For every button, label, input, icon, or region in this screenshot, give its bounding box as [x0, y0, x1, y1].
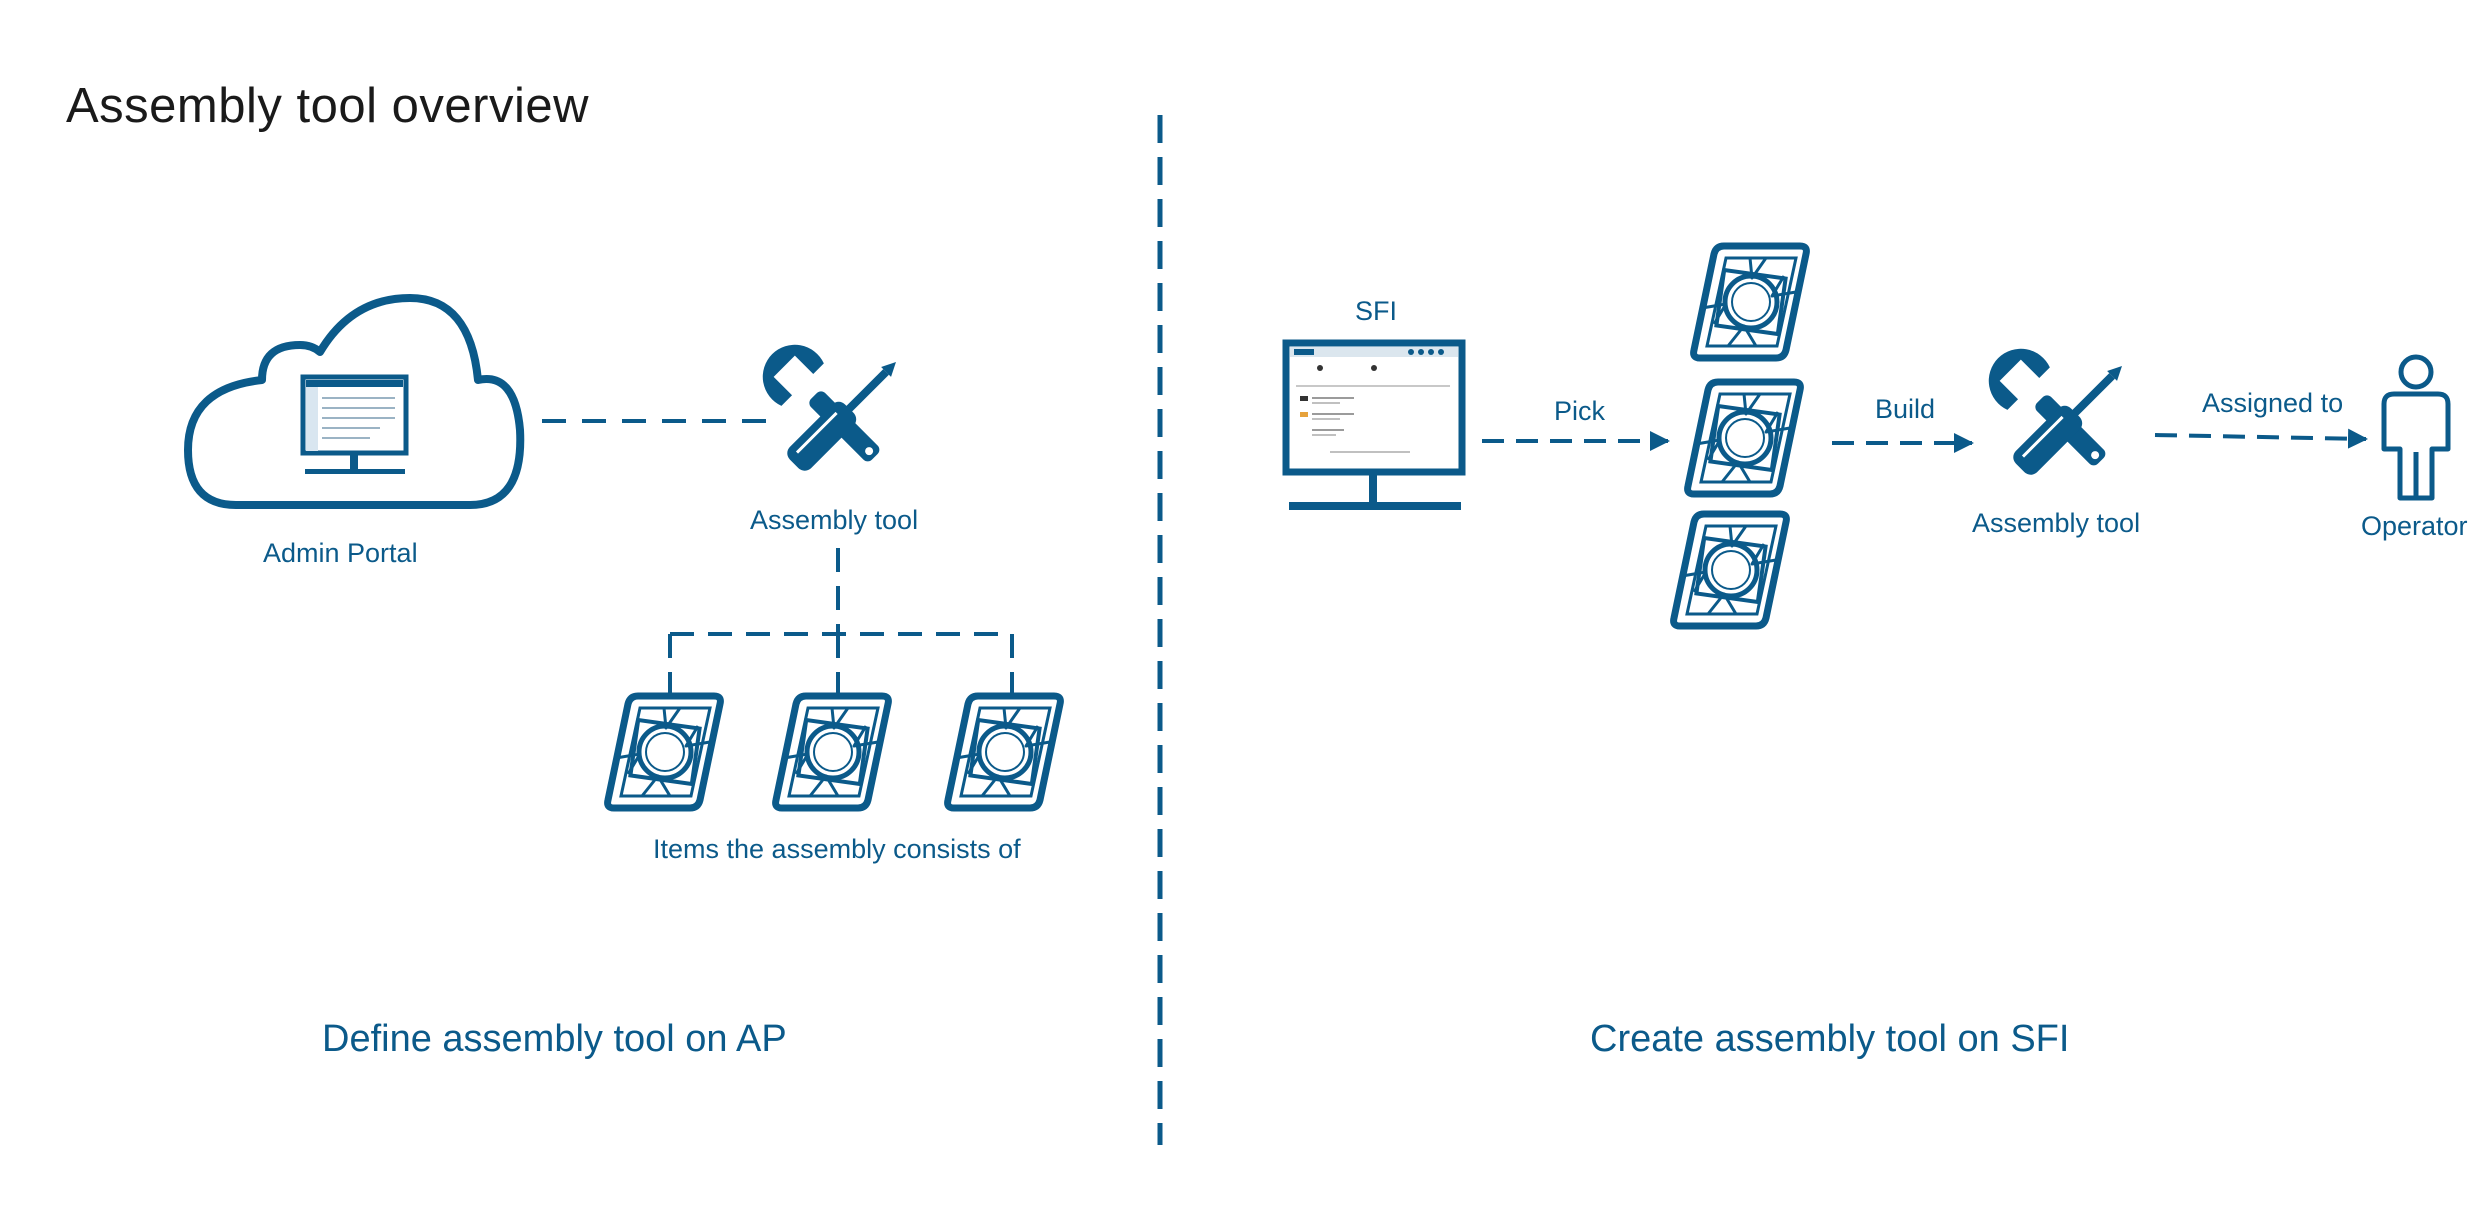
item-insert-icon — [948, 696, 1061, 808]
define-section-label: Define assembly tool on AP — [322, 1018, 787, 1060]
assembly-tool-icon — [1974, 334, 2135, 485]
right-assembly-tool-label: Assembly tool — [1972, 508, 2141, 538]
operator-label: Operator — [2361, 511, 2468, 541]
create-section-label: Create assembly tool on SFI — [1590, 1018, 2070, 1060]
cloud-icon — [184, 294, 525, 509]
picked-insert-icon — [1688, 382, 1801, 494]
sfi-monitor-icon — [1282, 339, 1466, 510]
picked-insert-icon — [1674, 514, 1787, 626]
items-label: Items the assembly consists of — [653, 834, 1021, 864]
pick-label: Pick — [1554, 396, 1606, 426]
assembly-tool-icon — [748, 330, 909, 481]
picked-insert-icon — [1694, 246, 1807, 358]
build-label: Build — [1875, 394, 1936, 424]
item-insert-icon — [608, 696, 721, 808]
items-tree-connector — [668, 548, 1014, 695]
assigned-to-label: Assigned to — [2202, 388, 2344, 418]
sfi-label: SFI — [1355, 296, 1398, 326]
admin-portal-label: Admin Portal — [263, 538, 418, 568]
operator-person-icon — [2381, 354, 2451, 501]
item-insert-icon — [776, 696, 889, 808]
page-title: Assembly tool overview — [66, 79, 589, 133]
assembly-tool-label: Assembly tool — [750, 505, 919, 535]
admin-portal-screen-icon — [300, 374, 409, 474]
assigned-to-arrow — [2154, 428, 2368, 449]
